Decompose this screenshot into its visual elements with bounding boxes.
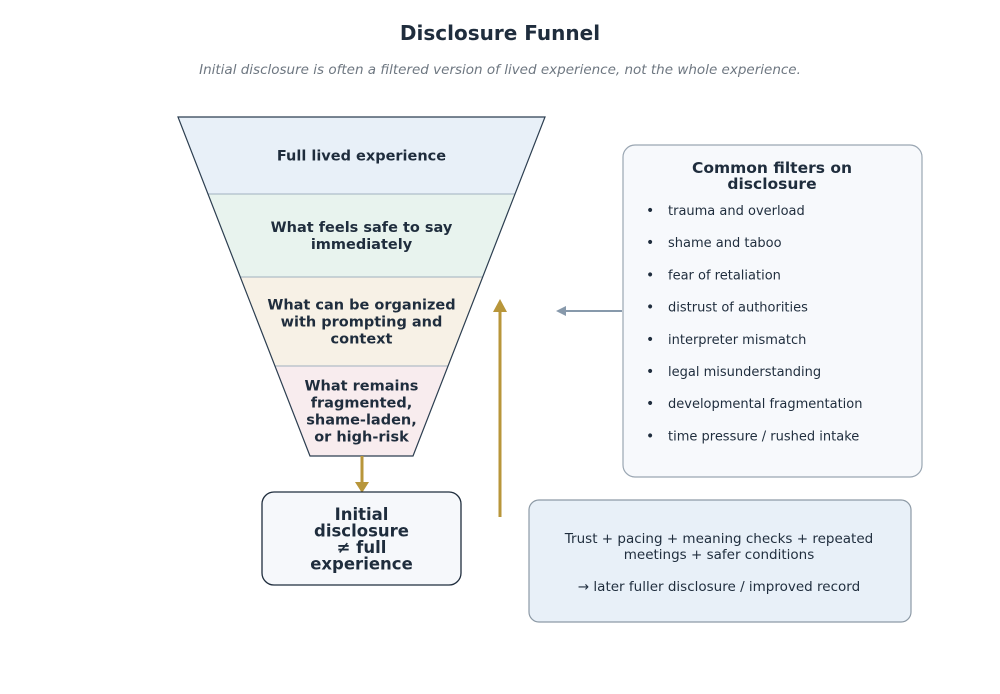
funnel-to-result-arrow xyxy=(355,456,369,493)
result-label-line: disclosure xyxy=(314,521,409,540)
funnel-stage-2 xyxy=(207,194,516,277)
diagram-title: Disclosure Funnel xyxy=(400,21,600,45)
funnel-stage-label: What can be organized xyxy=(267,298,455,314)
funnel-stage-label: Full lived experience xyxy=(277,149,446,165)
bullet-icon: • xyxy=(646,332,654,348)
filter-item: • developmental fragmentation xyxy=(646,396,862,412)
funnel-stage-1 xyxy=(178,117,545,194)
funnel-stage-label: context xyxy=(331,332,393,348)
process-line: Trust + pacing + meaning checks + repeat… xyxy=(564,531,873,547)
result-label-line: ≠ full xyxy=(337,538,387,557)
filters-title-line: Common filters on xyxy=(692,159,852,177)
funnel-stage-label: fragmented, xyxy=(311,396,413,412)
funnel-stage-label: or high-risk xyxy=(314,430,409,446)
funnel-stage-label: What remains xyxy=(305,379,419,395)
result-label-line: Initial xyxy=(335,505,389,524)
diagram-subtitle: Initial disclosure is often a filtered v… xyxy=(199,62,801,78)
filter-item: • interpreter mismatch xyxy=(646,332,806,348)
filters-title-line: disclosure xyxy=(727,175,816,193)
filter-item-label: time pressure / rushed intake xyxy=(668,429,859,444)
funnel-stage-label: immediately xyxy=(311,237,413,253)
bullet-icon: • xyxy=(646,235,654,251)
funnel-stage-label: shame-laden, xyxy=(306,413,417,429)
funnel-stage-3 xyxy=(240,277,483,366)
funnel-stage-4 xyxy=(274,366,449,456)
bullet-icon: • xyxy=(646,203,654,219)
funnel-stage-label: with prompting and xyxy=(281,315,443,331)
process-line: meetings + safer conditions xyxy=(624,547,815,563)
funnel-dividers xyxy=(207,193,516,367)
bullet-icon: • xyxy=(646,396,654,412)
filter-item-label: interpreter mismatch xyxy=(668,333,806,348)
filter-item: • time pressure / rushed intake xyxy=(646,428,859,444)
bullet-icon: • xyxy=(646,428,654,444)
funnel-stage-label: What feels safe to say xyxy=(271,220,453,236)
filters-list: • trauma and overload • shame and taboo • fea… xyxy=(646,203,862,444)
process-outcome: → later fuller disclosure / improved rec… xyxy=(578,579,860,595)
filter-item: • legal misunderstanding xyxy=(646,364,821,380)
filter-item: • fear of retaliation xyxy=(646,267,781,283)
filter-item-label: trauma and overload xyxy=(668,204,805,219)
funnel-bands xyxy=(178,117,545,456)
filter-item: • trauma and overload xyxy=(646,203,805,219)
process-box: Trust + pacing + meaning checks + repeat… xyxy=(528,499,912,623)
bullet-icon: • xyxy=(646,300,654,316)
filter-item-label: distrust of authorities xyxy=(668,301,808,316)
process-lines: Trust + pacing + meaning checks + repeat… xyxy=(564,531,873,563)
funnel-outline xyxy=(177,116,546,457)
filter-item-label: shame and taboo xyxy=(668,236,782,251)
bullet-icon: • xyxy=(646,364,654,380)
filter-item-label: developmental fragmentation xyxy=(668,397,862,412)
bullet-icon: • xyxy=(646,267,654,283)
filters-arrow xyxy=(556,306,622,316)
result-label-line: experience xyxy=(310,554,413,573)
filter-item: • shame and taboo xyxy=(646,235,782,251)
filter-item-label: legal misunderstanding xyxy=(668,365,821,380)
filter-item: • distrust of authorities xyxy=(646,300,808,316)
improvement-arrow xyxy=(493,299,507,517)
filter-item-label: fear of retaliation xyxy=(668,268,781,283)
